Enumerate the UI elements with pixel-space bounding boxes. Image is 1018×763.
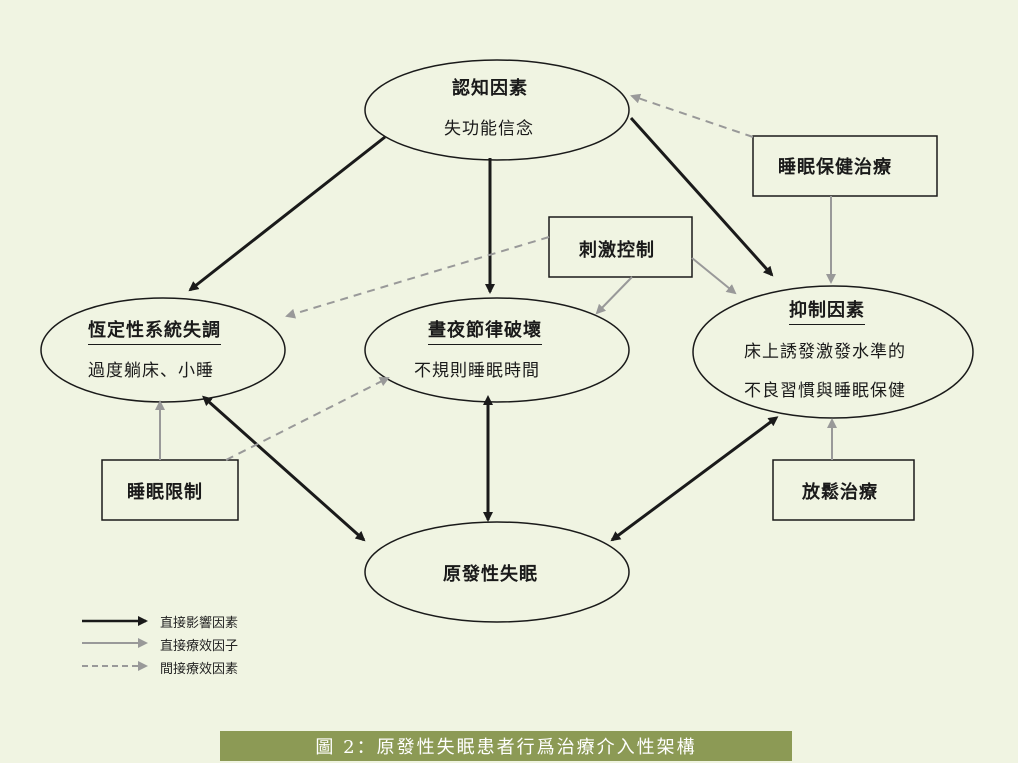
legend-indirect-label: 間接療效因素 bbox=[160, 662, 239, 677]
legend-therapy-label: 直接療效因子 bbox=[160, 639, 239, 654]
box-sleep-hygiene bbox=[752, 135, 938, 197]
figure-caption: 圖 2：原發性失眠患者行爲治療介入性架構 bbox=[220, 731, 792, 761]
inhibitory-sub-line1: 床上誘發激發水準的 bbox=[744, 342, 906, 362]
box-relaxation bbox=[772, 459, 915, 521]
homeostatic-title: 恆定性系統失調 bbox=[88, 316, 221, 345]
circadian-sub: 不規則睡眠時間 bbox=[414, 361, 540, 381]
arrow-hygiene-to-cognitive bbox=[630, 93, 754, 138]
legend-direct-label: 直接影響因素 bbox=[160, 616, 239, 631]
sleep-restriction-label: 睡眠限制 bbox=[127, 482, 203, 503]
inhibitory-sub-line2: 不良習慣與睡眠保健 bbox=[744, 381, 906, 401]
homeostatic-sub: 過度躺床、小睡 bbox=[88, 361, 214, 381]
arrow-homeostatic-insomnia bbox=[202, 395, 366, 542]
arrow-cognitive-to-inhibitory bbox=[629, 116, 774, 277]
cognitive-title: 認知因素 bbox=[452, 78, 528, 99]
node-homeostatic bbox=[40, 297, 286, 403]
stimulus-control-label: 刺激控制 bbox=[579, 240, 655, 261]
node-circadian bbox=[364, 297, 630, 403]
box-stimulus-control bbox=[548, 216, 693, 278]
arrow-stimulus-to-homeostatic bbox=[285, 236, 550, 319]
sleep-hygiene-label: 睡眠保健治療 bbox=[778, 157, 892, 178]
arrow-stimulus-to-inhibitory bbox=[691, 257, 737, 295]
insomnia-title: 原發性失眠 bbox=[443, 564, 538, 585]
circadian-title: 晝夜節律破壞 bbox=[428, 316, 542, 345]
node-cognitive bbox=[364, 59, 630, 161]
cognitive-sub: 失功能信念 bbox=[444, 119, 534, 139]
arrow-inhibitory-insomnia bbox=[610, 416, 779, 542]
arrow-restriction-to-circadian bbox=[225, 377, 390, 461]
inhibitory-title: 抑制因素 bbox=[789, 296, 865, 325]
arrow-stimulus-to-circadian bbox=[595, 276, 633, 315]
relaxation-label: 放鬆治療 bbox=[802, 482, 878, 503]
node-insomnia bbox=[364, 521, 630, 623]
arrow-cognitive-to-homeostatic bbox=[188, 135, 386, 292]
